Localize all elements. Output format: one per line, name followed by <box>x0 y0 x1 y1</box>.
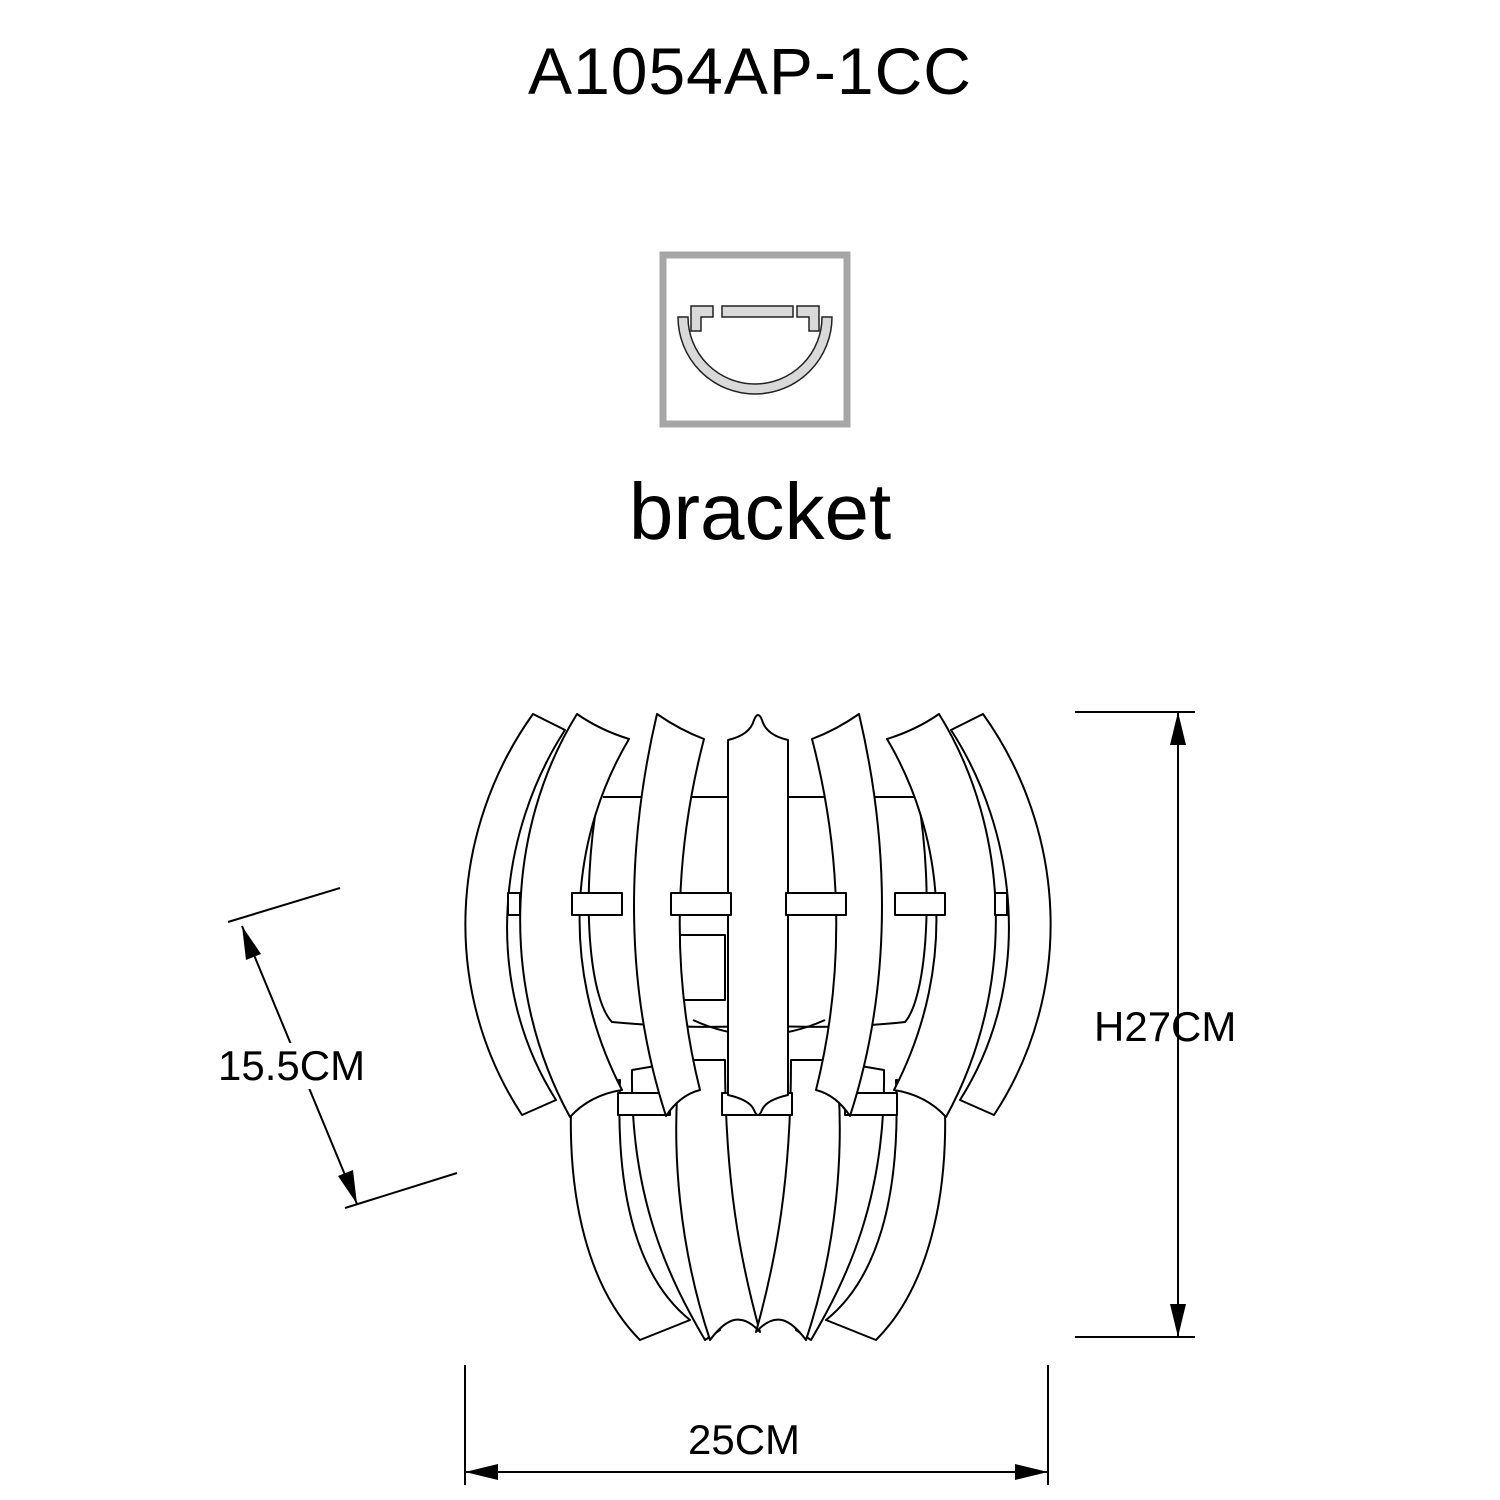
lower-crystals <box>569 1059 947 1341</box>
upper-crystals <box>464 713 1052 1118</box>
model-title: A1054AP-1CC <box>528 34 972 108</box>
bracket-label: bracket <box>628 467 892 556</box>
height-dimension-label: H27CM <box>1094 1003 1237 1050</box>
height-dimension-line <box>1075 711 1195 1338</box>
depth-dimension-label: 15.5CM <box>218 1042 366 1089</box>
width-dimension-line <box>464 1365 1049 1485</box>
width-dimension-label: 25CM <box>688 1416 801 1463</box>
lamp-drawing <box>464 713 1052 1341</box>
half-round-bracket-icon <box>659 251 851 428</box>
